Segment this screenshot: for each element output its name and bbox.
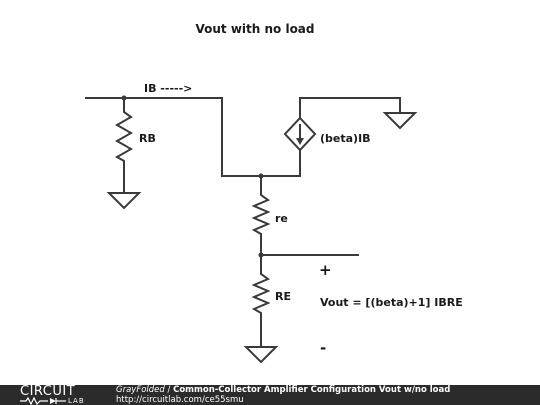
footer-separator: / <box>164 385 174 395</box>
vout-formula-label: Vout = [(beta)+1] IBRE <box>320 296 463 309</box>
logo-text-lab: LAB <box>68 397 85 405</box>
re-small-label: re <box>275 212 288 225</box>
footer-text: GrayFolded / Common-Collector Amplifier … <box>116 385 450 405</box>
circuit-diagram: Vout with no load IB -----> RB (beta)IB … <box>85 22 463 364</box>
ground-re-icon <box>243 346 279 364</box>
rb-label: RB <box>139 132 156 145</box>
re-small-resistor <box>251 176 271 255</box>
re-big-resistor <box>251 255 271 347</box>
input-wire <box>85 97 301 177</box>
ib-current-label: IB -----> <box>144 82 192 95</box>
footer-bar: CIRCUIT LAB GrayFolded / Common-Collecto… <box>0 385 540 405</box>
circuit-url-link[interactable]: http://circuitlab.com/ce55smu <box>116 395 244 405</box>
ground-rb-icon <box>106 192 142 210</box>
circuit-title: Common-Collector Amplifier Configuration… <box>173 385 451 395</box>
rb-resistor <box>114 98 134 193</box>
source-top-wire <box>299 97 401 118</box>
re-big-label: RE <box>275 290 291 303</box>
author-link[interactable]: GrayFolded <box>116 385 165 395</box>
circuitlab-logo[interactable]: CIRCUIT LAB <box>4 384 104 405</box>
plus-label: + <box>319 261 332 279</box>
ground-source-icon <box>382 112 418 130</box>
logo-text-circuit: CIRCUIT <box>20 384 76 399</box>
source-arrow-head-icon <box>296 138 304 145</box>
dependent-current-source-icon <box>283 116 317 152</box>
diagram-title: Vout with no load <box>196 22 315 36</box>
minus-label: - <box>320 339 326 357</box>
footer-credit-line: GrayFolded / Common-Collector Amplifier … <box>116 385 450 395</box>
logo-waveform-icon <box>20 397 66 405</box>
dep-source-label: (beta)IB <box>320 132 371 145</box>
